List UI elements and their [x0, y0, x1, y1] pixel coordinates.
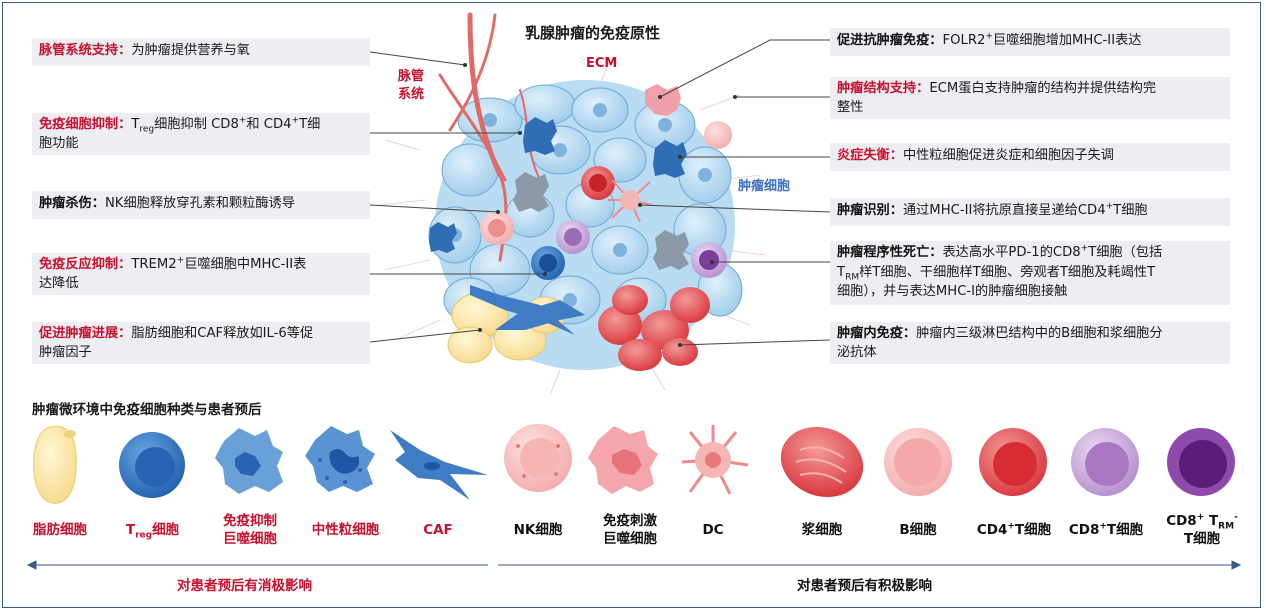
folr2-macrophage	[645, 84, 681, 116]
label-b-cell: B细胞	[899, 522, 937, 538]
neutrophil-in-tumor-2	[653, 140, 687, 178]
vessel-label: 脉管系统	[398, 69, 425, 102]
box-intratumoral-immunity: 肿瘤内免疫：肿瘤内三级淋巴结构中的B细胞和浆细胞分泌抗体	[830, 322, 1230, 364]
positive-arrow	[498, 560, 1242, 570]
box-inflammation-imbalance: 炎症失衡：中性粒细胞促进炎症和细胞因子失调	[830, 143, 1230, 171]
suppressive-macrophage	[513, 172, 549, 212]
box-immune-suppression: 免疫细胞抑制：Treg细胞抑制 CD8+和 CD4+T细胞功能	[32, 113, 370, 155]
ecm-label: ECM	[586, 56, 618, 71]
label-treg: Treg细胞	[125, 522, 180, 541]
label-plasma-cell: 浆细胞	[801, 522, 843, 538]
box-tumor-progression: 促进肿瘤进展：脂肪细胞和CAF释放如IL-6等促肿瘤因子	[32, 322, 370, 364]
label-cd8-t-cell: CD8+T细胞	[1068, 521, 1144, 538]
plasma-cell-icon	[780, 426, 864, 498]
box-antitumor-immunity: 促进抗肿瘤免疫：FOLR2+巨噬细胞增加MHC-II表达	[830, 28, 1230, 56]
negative-arrow	[26, 560, 488, 570]
tumor-cell-label: 肿瘤细胞	[738, 179, 791, 194]
legend-title: 肿瘤微环境中免疫细胞种类与患者预后	[32, 402, 262, 418]
legend-cell-icons	[33, 424, 1235, 504]
plasma-cell-cluster	[598, 285, 710, 371]
caf-cells	[470, 285, 585, 335]
label-cd8-trm-cell: CD8+ TRM- T细胞	[1166, 512, 1238, 547]
label-nk-cell: NK细胞	[513, 522, 563, 538]
b-cell	[704, 121, 732, 149]
diagram-title: 乳腺肿瘤的免疫原性	[525, 24, 661, 42]
neutrophil-in-tumor	[523, 117, 557, 155]
connector-lines	[369, 39, 831, 346]
box-tumor-recognition: 肿瘤识别：通过MHC-II将抗原直接呈递给CD4+T细胞	[830, 198, 1230, 226]
label-neutrophil: 中性粒细胞	[311, 522, 380, 538]
label-caf: CAF	[423, 522, 453, 538]
negative-prognosis-label: 对患者预后有消极影响	[177, 578, 312, 594]
label-stimulatory-macrophage: 免疫刺激巨噬细胞	[603, 513, 657, 547]
positive-prognosis-label: 对患者预后有积极影响	[797, 578, 932, 594]
label-cd4-t-cell: CD4+T细胞	[976, 521, 1052, 538]
label-suppressive-macrophage: 免疫抑制巨噬细胞	[223, 513, 277, 547]
trem2-macrophage	[653, 230, 689, 270]
adipocyte-icon	[33, 425, 77, 504]
box-structural-support: 肿瘤结构支持：ECM蛋白支持肿瘤的结构并提供结构完整性	[830, 77, 1230, 119]
label-dc: DC	[702, 522, 724, 538]
box-vascular-support: 脉管系统支持：为肿瘤提供营养与氧	[32, 38, 370, 66]
label-adipocyte: 脂肪细胞	[33, 522, 87, 538]
box-tumor-killing: 肿瘤杀伤：NK细胞释放穿孔素和颗粒酶诱导	[32, 191, 370, 219]
box-immune-response-suppression: 免疫反应抑制：TREM2+巨噬细胞中MHC-II表达降低	[32, 253, 370, 295]
